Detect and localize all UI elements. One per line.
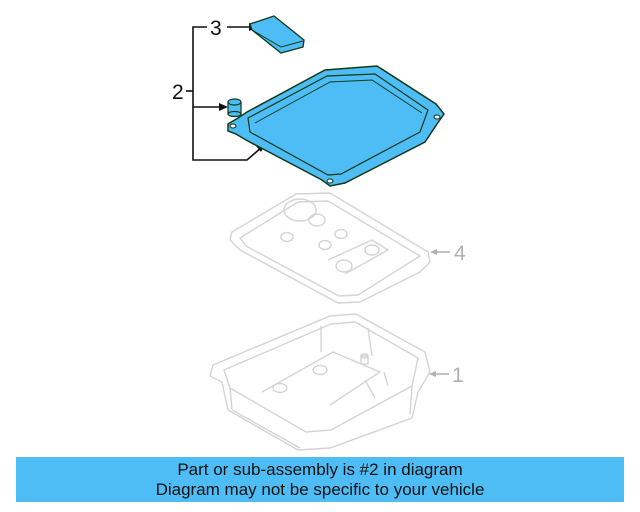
part-4-filter <box>229 192 431 304</box>
callout-bracket-2 <box>186 26 263 161</box>
banner-line-1: Part or sub-assembly is #2 in diagram <box>177 460 463 479</box>
callout-number-2: 2 <box>172 81 184 104</box>
callout-arrow-4 <box>430 249 450 255</box>
callout-number-4: 4 <box>454 242 466 265</box>
callout-arrow-1 <box>429 371 449 377</box>
part-1-pan <box>209 313 431 451</box>
callout-number-3: 3 <box>210 17 222 40</box>
callout-number-1: 1 <box>452 364 464 387</box>
part-3-seal <box>249 15 305 54</box>
part-2-gasket <box>227 65 445 187</box>
part-2-grommet <box>227 98 242 118</box>
diagram-notice-banner: Part or sub-assembly is #2 in diagram Di… <box>16 457 624 502</box>
banner-line-2: Diagram may not be specific to your vehi… <box>155 480 485 499</box>
